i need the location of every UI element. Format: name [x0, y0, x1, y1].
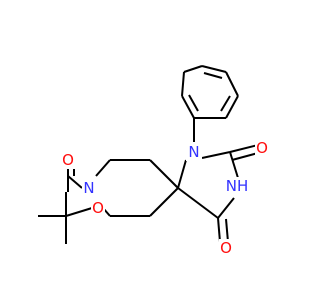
chemical-structure-diagram: N O NH O N O O [38, 65, 269, 257]
imide-nitrogen-label: NH [226, 177, 249, 195]
atom-label-background [82, 179, 96, 197]
bond-lines [38, 65, 259, 244]
carbamate-bond [67, 175, 83, 189]
carbonyl-bond [229, 144, 259, 153]
phenyl-bond [201, 65, 227, 73]
oxygen-label: O [92, 199, 104, 217]
phenyl-bond [181, 71, 185, 97]
piperidine-bond [95, 159, 111, 177]
ring-bond [217, 197, 235, 219]
atom-label-background [91, 199, 105, 217]
ring-bond [229, 151, 239, 179]
atom-label-background [219, 239, 233, 257]
tert-butyl-bond [65, 207, 93, 217]
atom-label-background [226, 177, 248, 195]
atom-labels: N O NH O N O O [61, 139, 269, 257]
phenyl-bond [225, 95, 239, 119]
phenyl-double-bond-inner [188, 94, 199, 112]
piperidine-bond [149, 187, 179, 217]
atom-label-background [255, 139, 269, 157]
ring-bond [177, 187, 219, 219]
atom-label-background [186, 143, 202, 161]
atom-label-background [61, 151, 75, 169]
oxygen-label: O [62, 151, 74, 169]
phenyl-bond [181, 95, 195, 119]
ring-bond [177, 159, 187, 189]
phenyl-double-bond-inner [220, 95, 231, 112]
carbonyl-bond [225, 218, 229, 243]
carbonyl-bond [231, 152, 259, 161]
piperidine-bond [149, 159, 179, 189]
phenyl-bond [225, 71, 239, 97]
carbonyl-bond [217, 217, 221, 243]
nitrogen-label: N [188, 143, 199, 161]
phenyl-bond [183, 65, 203, 73]
ring-bond [201, 151, 231, 159]
oxygen-label: O [220, 239, 232, 257]
phenyl-double-bond-inner [203, 72, 223, 79]
oxygen-label: O [256, 139, 268, 157]
piperidine-nitrogen-label: N [83, 179, 94, 197]
